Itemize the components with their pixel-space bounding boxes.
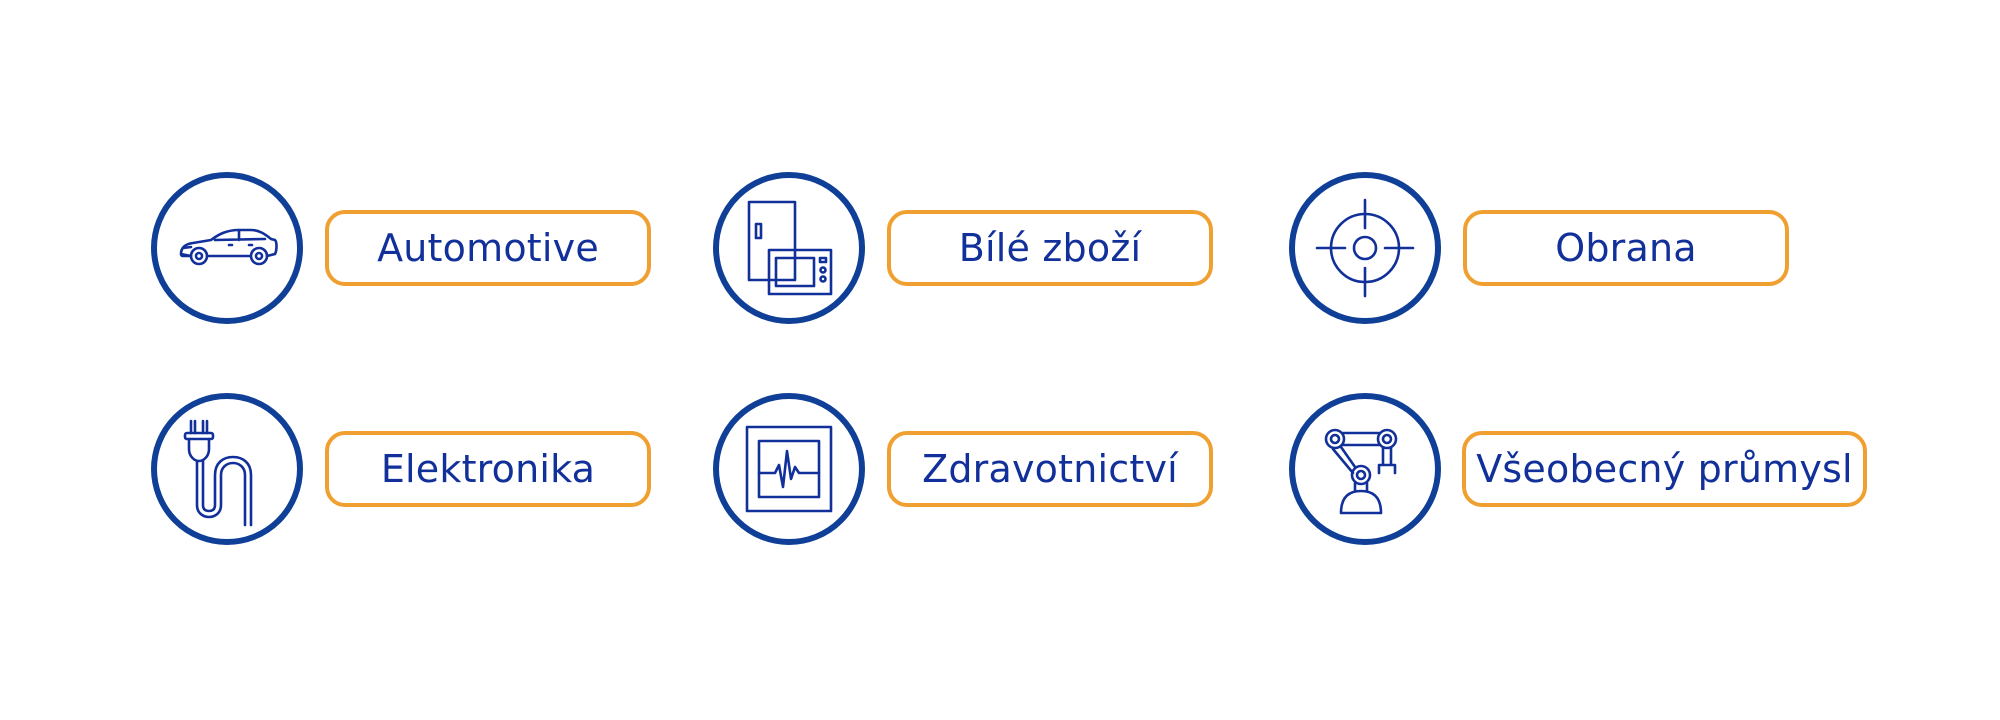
icon-ring — [713, 393, 865, 545]
industry-label-pill: Zdravotnictví — [887, 431, 1213, 507]
industry-label-pill: Automotive — [325, 210, 651, 286]
industry-electronics: Elektronika — [151, 393, 651, 553]
industry-automotive: Automotive — [151, 172, 651, 332]
icon-ring — [151, 393, 303, 545]
industry-label-pill: Všeobecný průmysl — [1462, 431, 1867, 507]
industry-label-pill: Bílé zboží — [887, 210, 1213, 286]
industry-label-pill: Obrana — [1463, 210, 1789, 286]
industry-label-pill: Elektronika — [325, 431, 651, 507]
car-icon — [179, 228, 278, 266]
plug-icon — [183, 419, 253, 527]
industry-healthcare: Zdravotnictví — [713, 393, 1213, 553]
industry-label: Bílé zboží — [958, 226, 1142, 270]
industry-white-goods: Bílé zboží — [713, 172, 1213, 332]
robot-arm-icon — [1324, 428, 1398, 515]
icon-ring — [151, 172, 303, 324]
heart-monitor-icon — [745, 425, 833, 513]
industry-label: Elektronika — [380, 447, 596, 491]
icon-ring — [713, 172, 865, 324]
crosshair-icon — [1315, 198, 1415, 298]
industry-general-industry: Všeobecný průmysl — [1289, 393, 1869, 553]
icon-ring — [1289, 393, 1441, 545]
industry-label: Všeobecný průmysl — [1476, 447, 1853, 491]
industry-label: Zdravotnictví — [922, 447, 1178, 491]
appliances-icon — [747, 200, 833, 296]
industry-defence: Obrana — [1289, 172, 1789, 332]
icon-ring — [1289, 172, 1441, 324]
industry-label: Automotive — [377, 226, 599, 270]
industry-label: Obrana — [1555, 226, 1697, 270]
